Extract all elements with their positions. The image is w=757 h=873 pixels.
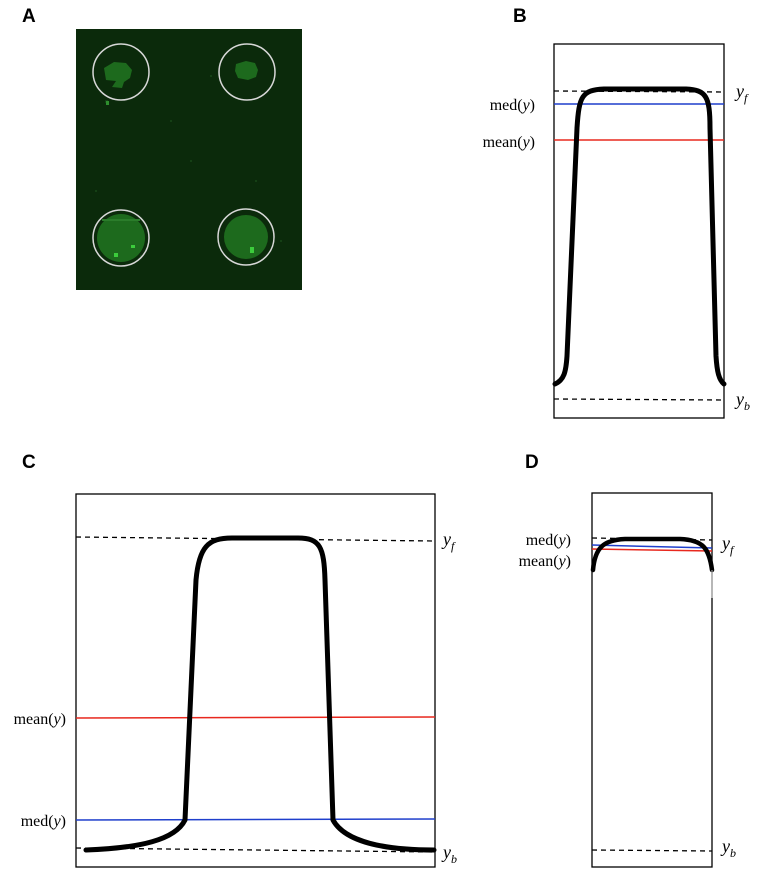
- spot-ring: [218, 43, 276, 101]
- label-y-foreground: yf: [441, 529, 456, 553]
- spot-bottom-right: [217, 208, 275, 266]
- spot-top-left: [92, 43, 150, 105]
- label-y-foreground: yf: [720, 533, 735, 557]
- label-y-background: yb: [441, 842, 457, 866]
- plot-frame: [75, 493, 436, 868]
- spot-ring: [217, 208, 275, 266]
- label-mean: mean(y): [14, 711, 66, 728]
- label-median: med(y): [21, 813, 66, 830]
- intensity-curve: [83, 535, 437, 853]
- panel-d: D med(y) mean(y) yf yb: [519, 452, 736, 868]
- panel-letter-c: C: [22, 452, 36, 473]
- background-level-line: [75, 847, 436, 853]
- panel-letter-a: A: [22, 6, 36, 27]
- spot-ring: [92, 43, 150, 101]
- label-mean: mean(y): [483, 134, 535, 151]
- panel-c: C mean(y) med(y) yf yb: [14, 452, 457, 868]
- spot-bottom-left: [92, 209, 150, 267]
- spot-top-right: [218, 43, 276, 101]
- spot-ring: [92, 209, 150, 267]
- background-level-line: [553, 398, 725, 401]
- median-line: [75, 818, 436, 821]
- label-y-background: yb: [734, 389, 750, 413]
- label-median: med(y): [490, 97, 535, 114]
- label-y-background: yb: [720, 836, 736, 860]
- panel-letter-d: D: [525, 452, 539, 473]
- intensity-curve: [552, 86, 727, 387]
- foreground-level-line: [75, 536, 436, 542]
- mean-line: [591, 548, 713, 552]
- intensity-curve: [590, 536, 715, 573]
- label-y-foreground: yf: [734, 81, 749, 105]
- background-level-line: [591, 849, 713, 852]
- panel-b: B med(y) mean(y) yf yb: [483, 6, 750, 419]
- label-mean: mean(y): [519, 553, 571, 570]
- median-line: [591, 544, 713, 549]
- panel-letter-b: B: [513, 6, 527, 27]
- mean-line: [75, 716, 436, 719]
- plot-frame: [553, 43, 725, 419]
- panel-a: A: [22, 6, 302, 290]
- label-median: med(y): [526, 532, 571, 549]
- plot-frame: [591, 492, 713, 868]
